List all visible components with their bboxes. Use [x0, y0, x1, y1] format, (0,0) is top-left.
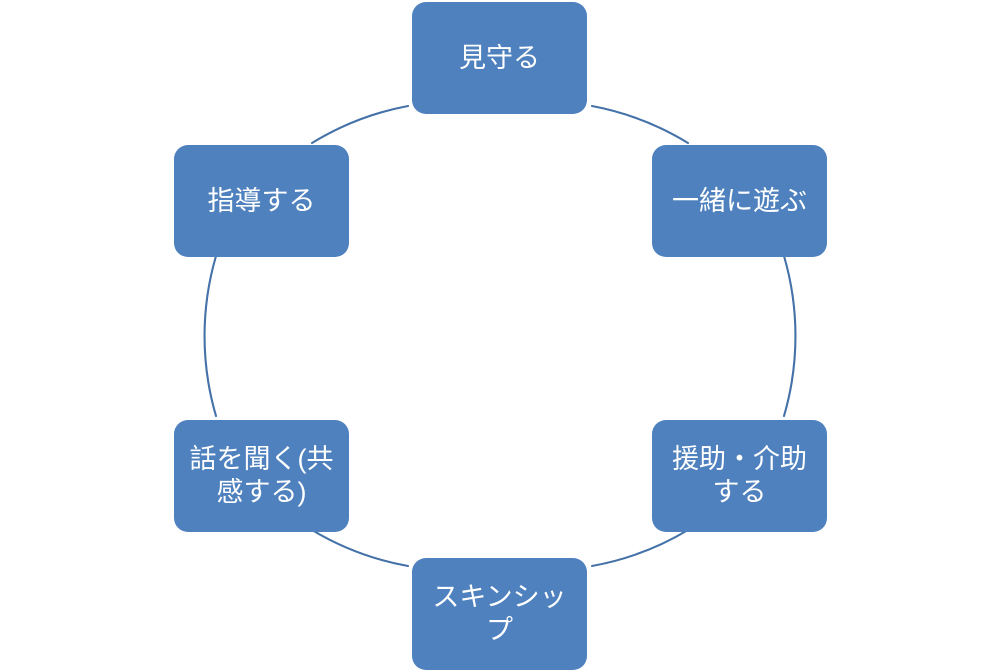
- cycle-node-enjo-kaijo[interactable]: 援助・介助 する: [652, 420, 827, 532]
- connector-arc-lower-right-to-bottom: [590, 528, 690, 568]
- connector-arc-upper-left-to-top: [310, 104, 410, 145]
- cycle-node-label: 指導する: [207, 185, 316, 216]
- cycle-node-mimamoru[interactable]: 見守る: [412, 2, 587, 114]
- cycle-node-label: スキンシッ プ: [432, 582, 567, 645]
- cycle-node-label: 見守る: [459, 42, 540, 73]
- cycle-node-skinship[interactable]: スキンシッ プ: [412, 558, 587, 670]
- cycle-node-label: 話を聞く(共 感する): [189, 444, 334, 507]
- connector-arc-top-to-upper-right: [590, 104, 690, 145]
- cycle-node-issho-ni-asobu[interactable]: 一緒に遊ぶ: [652, 145, 827, 257]
- connector-arc-upper-right-to-lower-right: [782, 254, 797, 418]
- cycle-node-shidou-suru[interactable]: 指導する: [174, 145, 349, 257]
- cycle-node-label: 一緒に遊ぶ: [672, 185, 807, 216]
- connector-arc-bottom-to-lower-left: [310, 528, 410, 568]
- connector-arc-lower-left-to-upper-left: [203, 254, 218, 418]
- cycle-node-label: 援助・介助 する: [672, 444, 807, 507]
- cycle-node-hanashi-wo-kiku[interactable]: 話を聞く(共 感する): [174, 420, 349, 532]
